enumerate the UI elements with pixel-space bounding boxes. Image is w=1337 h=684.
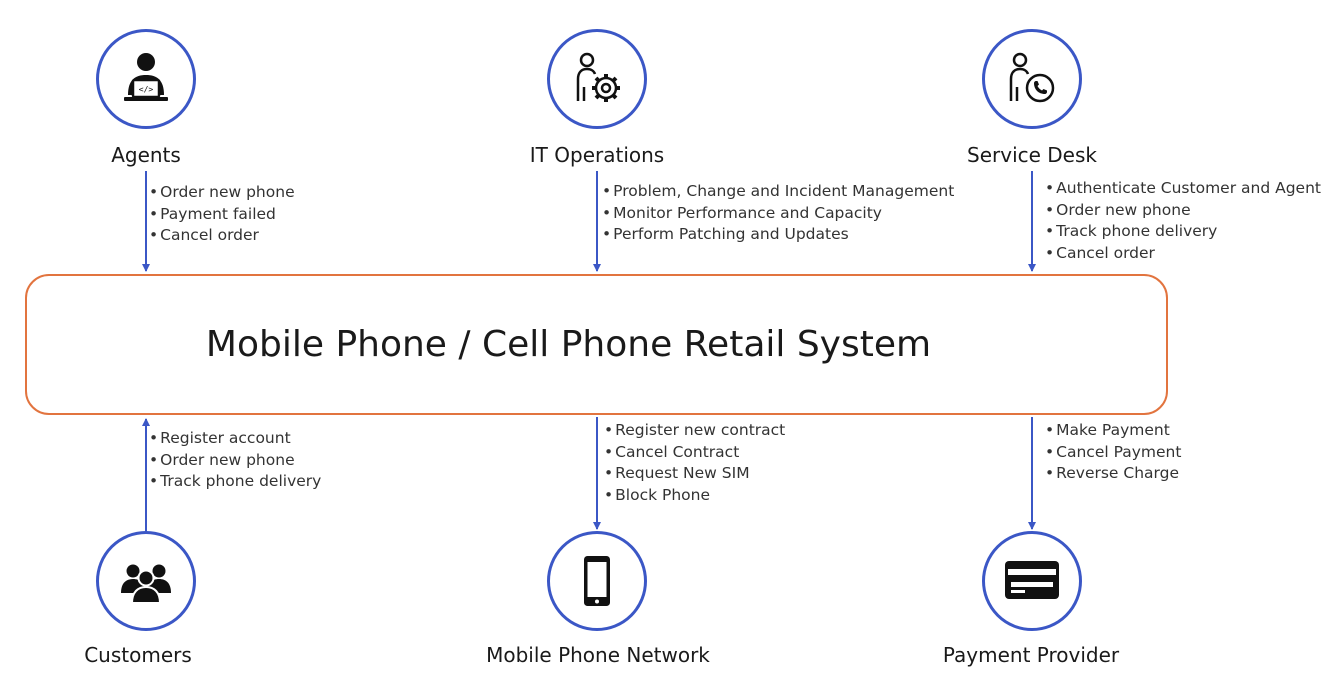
list-item: Order new phone xyxy=(149,450,321,472)
it-operations-bullets: Problem, Change and Incident Management … xyxy=(602,181,954,246)
developer-laptop-icon: </> xyxy=(124,53,168,101)
mobile-network-label: Mobile Phone Network xyxy=(486,643,710,667)
customers-node xyxy=(96,531,196,631)
list-item: Order new phone xyxy=(149,182,294,204)
payment-provider-label: Payment Provider xyxy=(942,643,1120,667)
mobile-network-node xyxy=(547,531,647,631)
customers-bullets: Register account Order new phone Track p… xyxy=(149,428,321,493)
list-item: Track phone delivery xyxy=(149,471,321,493)
list-item: Cancel Payment xyxy=(1045,442,1181,464)
list-item: Cancel Contract xyxy=(604,442,785,464)
agents-node: </> xyxy=(96,29,196,129)
list-item: Authenticate Customer and Agent xyxy=(1045,178,1321,200)
list-item: Cancel order xyxy=(1045,243,1321,265)
user-group-icon xyxy=(121,564,171,604)
list-item: Perform Patching and Updates xyxy=(602,224,954,246)
list-item: Order new phone xyxy=(1045,200,1321,222)
list-item: Block Phone xyxy=(604,485,785,507)
list-item: Request New SIM xyxy=(604,463,785,485)
system-box: Mobile Phone / Cell Phone Retail System xyxy=(25,274,1168,415)
credit-card-icon xyxy=(1005,561,1059,599)
system-title: Mobile Phone / Cell Phone Retail System xyxy=(205,324,932,365)
person-phone-icon xyxy=(1009,52,1055,103)
list-item: Make Payment xyxy=(1045,420,1181,442)
agents-bullets: Order new phone Payment failed Cancel or… xyxy=(149,182,295,247)
list-item: Monitor Performance and Capacity xyxy=(602,203,954,225)
person-gear-icon xyxy=(576,52,620,102)
service-desk-bullets: Authenticate Customer and Agent Order ne… xyxy=(1045,178,1321,264)
it-operations-node xyxy=(547,29,647,129)
list-item: Payment failed xyxy=(149,204,295,226)
list-item: Problem, Change and Incident Management xyxy=(602,181,954,203)
agents-label: Agents xyxy=(111,143,181,167)
service-desk-label: Service Desk xyxy=(967,143,1097,167)
list-item: Track phone delivery xyxy=(1045,221,1321,243)
svg-text:</>: </> xyxy=(139,85,154,94)
list-item: Register new contract xyxy=(604,420,785,442)
mobile-network-bullets: Register new contract Cancel Contract Re… xyxy=(604,420,785,506)
list-item: Reverse Charge xyxy=(1045,463,1181,485)
payment-provider-node xyxy=(982,531,1082,631)
it-operations-label: IT Operations xyxy=(529,143,665,167)
mobile-phone-icon xyxy=(584,556,610,606)
service-desk-node xyxy=(982,29,1082,129)
list-item: Cancel order xyxy=(149,225,295,247)
list-item: Register account xyxy=(149,428,321,450)
customers-label: Customers xyxy=(84,643,192,667)
payment-provider-bullets: Make Payment Cancel Payment Reverse Char… xyxy=(1045,420,1181,485)
